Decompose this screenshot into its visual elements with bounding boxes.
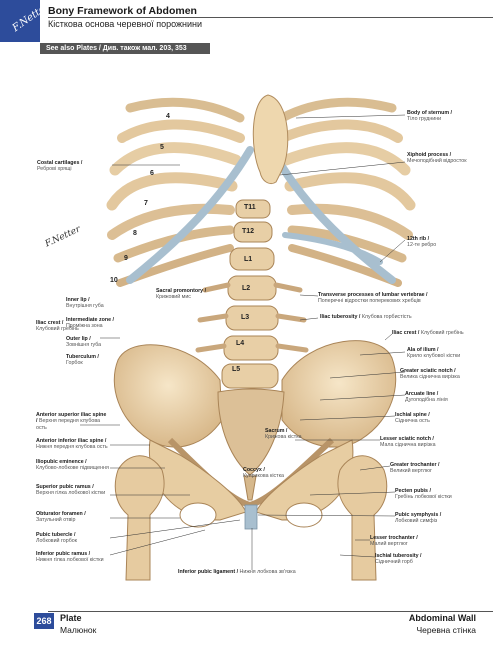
vertebra-label-t12: T12	[242, 228, 255, 235]
page-subtitle: Кісткова основа черевної порожнини	[48, 19, 203, 29]
vertebra-label-l4: L4	[236, 340, 245, 347]
page-number: 268	[34, 613, 54, 629]
label-ischial-spine: Ischial spine /Сіднична ость	[395, 412, 430, 425]
rib-12-left	[282, 232, 383, 265]
coccyx-shape	[243, 475, 257, 501]
footer-plate-en: Plate	[60, 613, 82, 623]
rib-8-left	[287, 203, 413, 240]
label-anterior-inferior-iliac-spine: Anterior inferior iliac spine / Нижня пе…	[36, 438, 108, 451]
vertebra-l3	[225, 305, 279, 331]
femur-left	[337, 455, 388, 581]
label-arcuate-line: Arcuate line /Дугоподібна лінія	[405, 391, 448, 404]
rib-number-9: 9	[124, 255, 128, 262]
label-coccyx: Coccyx /Куприкова кістка	[243, 467, 284, 480]
label-obturator-foramen: Obturator foramen /Затульний отвір	[36, 511, 86, 524]
vertebra-label-l3: L3	[241, 314, 250, 321]
ilium-left	[281, 340, 397, 448]
vertebra-label-l1: L1	[244, 256, 253, 263]
rib-4-right	[125, 97, 245, 123]
rib-5-right	[117, 119, 245, 143]
label-anterior-superior-iliac-spine: Anterior superior iliac spine / Верхня п…	[36, 412, 107, 431]
label-pecten-pubis: Pecten pubis /Гребінь лобкової кістки	[395, 488, 452, 501]
rib-number-7: 7	[144, 200, 148, 207]
label-lesser-sciatic-notch: Lesser sciatic notch /Мала сіднична вирі…	[380, 436, 436, 449]
netter-logo-tab: F.Netter	[0, 0, 51, 42]
vertebra-l4	[223, 335, 279, 361]
label-pubic-symphysis: Pubic symphysis /Лобковий симфіз	[395, 512, 442, 525]
sacrum-shape	[217, 388, 285, 476]
vertebra-label-l2: L2	[242, 285, 251, 292]
footer-section-uk: Черевна стінка	[416, 625, 476, 635]
footer-divider	[48, 611, 493, 612]
rib-7-right	[106, 172, 238, 211]
rib-cage	[106, 97, 416, 287]
ilium-right	[113, 344, 223, 448]
label-iliac-crest-right: Iliac crest /Клубовий гребінь	[36, 320, 79, 333]
vertebra-label-t11: T11	[244, 204, 256, 211]
label-costal-cartilages: Costal cartilages /Реброві хрящі	[37, 160, 83, 173]
rib-4-left	[277, 97, 397, 123]
vertebral-column	[221, 199, 279, 389]
label-ala-of-ilium: Ala of ilium /Крило клубової кістки	[407, 347, 461, 360]
label-xiphoid-process: Xiphoid process /Мечоподібний відросток	[407, 152, 467, 165]
label-inner-lip: Inner lip /Внутрішня губа	[66, 297, 104, 310]
rib-7-left	[284, 172, 416, 211]
vertebra-l1	[229, 247, 275, 271]
header-divider	[48, 17, 493, 18]
footer-plate-uk: Малюнок	[60, 625, 97, 635]
label-greater-trochanter: Greater trochanter /Великий вертлюг	[390, 462, 440, 475]
rib-5-left	[277, 119, 403, 143]
vertebra-l2	[227, 275, 277, 301]
label-outer-lip: Outer lip /Зовнішня губа	[66, 336, 102, 349]
vertebra-t12	[233, 221, 273, 243]
label-tuberculum: Tuberculum /Горбок	[66, 354, 99, 367]
vertebra-l5	[221, 363, 279, 389]
vertebra-t11	[235, 199, 271, 219]
rib-6-left	[280, 142, 411, 176]
transverse-processes	[195, 282, 309, 353]
label-lesser-trochanter: Lesser trochanter /Малий вертлюг	[370, 535, 418, 548]
rib-number-8: 8	[133, 230, 137, 237]
vertebra-label-l5: L5	[232, 366, 241, 373]
label-iliopubic-eminence: Iliopubic eminence /Клубово-лобкове підв…	[36, 459, 109, 472]
obturator-foramen-right	[179, 502, 217, 528]
label-12th-rib: 12th rib /12-те ребро	[407, 236, 437, 249]
label-ischial-tuberosity: Ischial tuberosity /Сідничний горб	[375, 553, 422, 566]
label-iliac-crest-left: Iliac crest / Клубовий гребінь	[392, 330, 464, 336]
label-superior-pubic-ramus: Superior pubic ramus / Верхня гілка лобк…	[36, 484, 106, 497]
label-greater-sciatic-notch: Greater sciatic notch /Велика сіднична в…	[400, 368, 460, 381]
label-inferior-pubic-ramus: Inferior pubic ramus /Нижня гілка лобков…	[36, 551, 104, 564]
label-body-of-sternum: Body of sternum /Тіло груднини	[407, 110, 453, 123]
label-sacral-promontory: Sacral promontory /Крижовий мис	[156, 288, 207, 301]
label-sacrum: Sacrum /Крижова кістка	[265, 428, 302, 441]
label-inferior-pubic-ligament: Inferior pubic ligament / Нижня лобкова …	[178, 569, 296, 575]
label-pubic-tubercle: Pubic tubercle /Лобковий горбок	[36, 532, 77, 545]
page-title: Bony Framework of Abdomen	[48, 5, 197, 17]
rib-number-6: 6	[150, 170, 154, 177]
rib-6-right	[109, 142, 242, 176]
label-intermediate-zone: Intermediate zone /Проміжна зона	[66, 317, 114, 330]
label-iliac-tuberosity: Iliac tuberosity / Клубова горбистість	[320, 314, 412, 320]
see-also-bar: See also Plates / Див. також мал. 203, 3…	[40, 43, 210, 54]
footer-section-en: Abdominal Wall	[408, 613, 476, 623]
rib-number-4: 4	[166, 113, 170, 120]
label-transverse-processes: Transverse processes of lumbar vertebrae…	[318, 292, 428, 305]
rib-number-5: 5	[160, 144, 164, 151]
sternum	[252, 94, 289, 185]
rib-number-10: 10	[110, 277, 118, 284]
leader-lines	[80, 114, 406, 570]
rib-8-right	[107, 203, 235, 240]
pubic-symphysis-shape	[244, 504, 258, 530]
costal-cartilage-right	[126, 146, 254, 284]
